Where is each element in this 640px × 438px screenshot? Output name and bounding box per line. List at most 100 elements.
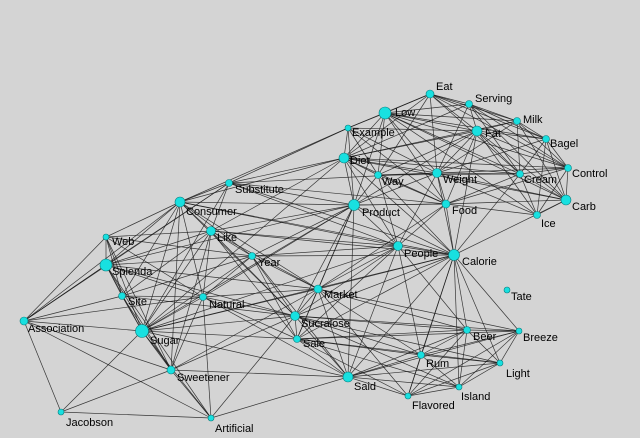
node-substitute[interactable] [225,179,233,187]
node-people[interactable] [393,241,403,251]
edge-calorie-breeze [453,254,520,332]
node-said[interactable] [342,371,354,383]
edge-serving-low [384,103,470,114]
node-calorie[interactable] [448,249,460,261]
node-sucralose[interactable] [290,311,300,321]
node-ice[interactable] [533,211,541,219]
node-control[interactable] [564,164,572,172]
node-diet[interactable] [338,152,350,164]
node-sugar[interactable] [135,324,149,338]
node-milk[interactable] [513,117,521,125]
edge-sale-said [296,338,349,378]
node-cream[interactable] [516,170,524,178]
edge-consumer-sugar [141,201,181,332]
edge-bagel-cream [519,138,547,175]
edge-eat-fat [429,93,478,132]
node-like[interactable] [206,226,216,236]
node-web[interactable] [102,233,110,241]
node-label-association: Association [28,323,84,335]
node-way[interactable] [374,171,382,179]
node-sale[interactable] [293,335,301,343]
node-year[interactable] [248,252,256,260]
node-label-natural: Natural [209,299,244,311]
node-label-consumer: Consumer [186,206,237,218]
edge-eat-diet [343,93,431,159]
edge-market-sucralose [294,288,319,317]
node-label-carb: Carb [572,201,596,213]
edge-fat-bagel [476,130,547,140]
edge-way-people [377,174,399,247]
node-weight[interactable] [432,168,442,178]
edge-natural-sale [202,296,298,340]
edge-diet-food [343,157,447,205]
edge-web-year [105,236,253,257]
node-bagel[interactable] [542,135,550,143]
edge-food-market [317,203,447,290]
edge-substitute-weight [228,172,438,184]
edge-site-association [23,295,123,322]
node-splenda[interactable] [99,258,113,272]
node-label-jacobson: Jacobson [66,417,113,429]
node-fat[interactable] [471,125,483,137]
node-food[interactable] [441,199,451,209]
node-light[interactable] [496,359,504,367]
node-beer[interactable] [463,326,471,334]
edge-like-natural [202,230,212,298]
node-label-substitute: Substitute [235,184,284,196]
node-association[interactable] [19,316,29,326]
node-serving[interactable] [465,100,473,108]
node-island[interactable] [455,383,463,391]
edge-rum-light [420,354,501,364]
edge-cream-ice [519,173,538,216]
node-tate[interactable] [503,286,511,294]
edge-sale-light [296,338,501,364]
edge-consumer-sweetener [170,201,181,371]
node-label-said: Said [354,381,376,393]
edge-said-light [347,362,501,378]
edge-beer-rum [420,329,468,356]
edge-market-flavored [317,288,409,397]
node-natural[interactable] [199,293,207,301]
node-flavored[interactable] [404,392,412,400]
node-jacobson[interactable] [57,408,65,416]
node-market[interactable] [313,284,323,294]
edge-sucralose-breeze [294,315,520,332]
edge-diet-like [210,157,345,232]
node-label-island: Island [461,391,490,403]
edge-sucralose-artificial [210,315,296,419]
edge-eat-weight [429,93,438,174]
edge-weight-people [397,172,438,247]
node-sweetener[interactable] [166,365,176,375]
node-low[interactable] [378,106,392,120]
node-label-fat: Fat [485,128,501,140]
node-label-weight: Weight [443,174,477,186]
edge-sale-island [296,338,460,388]
node-site[interactable] [118,292,126,300]
node-label-web: Web [112,236,134,248]
node-rum[interactable] [417,351,425,359]
edge-low-control [384,112,569,169]
edge-low-carb [384,112,567,201]
node-label-sale: Sale [303,338,325,350]
node-product[interactable] [348,199,360,211]
edge-weight-food [436,172,447,205]
edge-control-food [445,167,569,205]
node-label-diet: Diet [350,155,370,167]
edge-breeze-flavored [407,330,520,397]
node-breeze[interactable] [515,327,523,335]
node-consumer[interactable] [174,196,186,208]
edge-product-said [347,204,355,378]
edge-example-product [347,127,355,206]
edge-people-said [347,245,399,378]
edge-like-market [210,230,319,290]
node-example[interactable] [344,124,352,132]
edge-calorie-year [251,254,455,257]
edge-people-rum [397,245,422,356]
node-artificial[interactable] [207,414,215,422]
node-carb[interactable] [560,194,572,206]
edge-diet-control [343,157,569,169]
node-eat[interactable] [425,89,435,99]
edge-sucralose-island [294,315,460,388]
node-label-people: People [404,248,438,260]
edge-consumer-web [105,201,181,238]
